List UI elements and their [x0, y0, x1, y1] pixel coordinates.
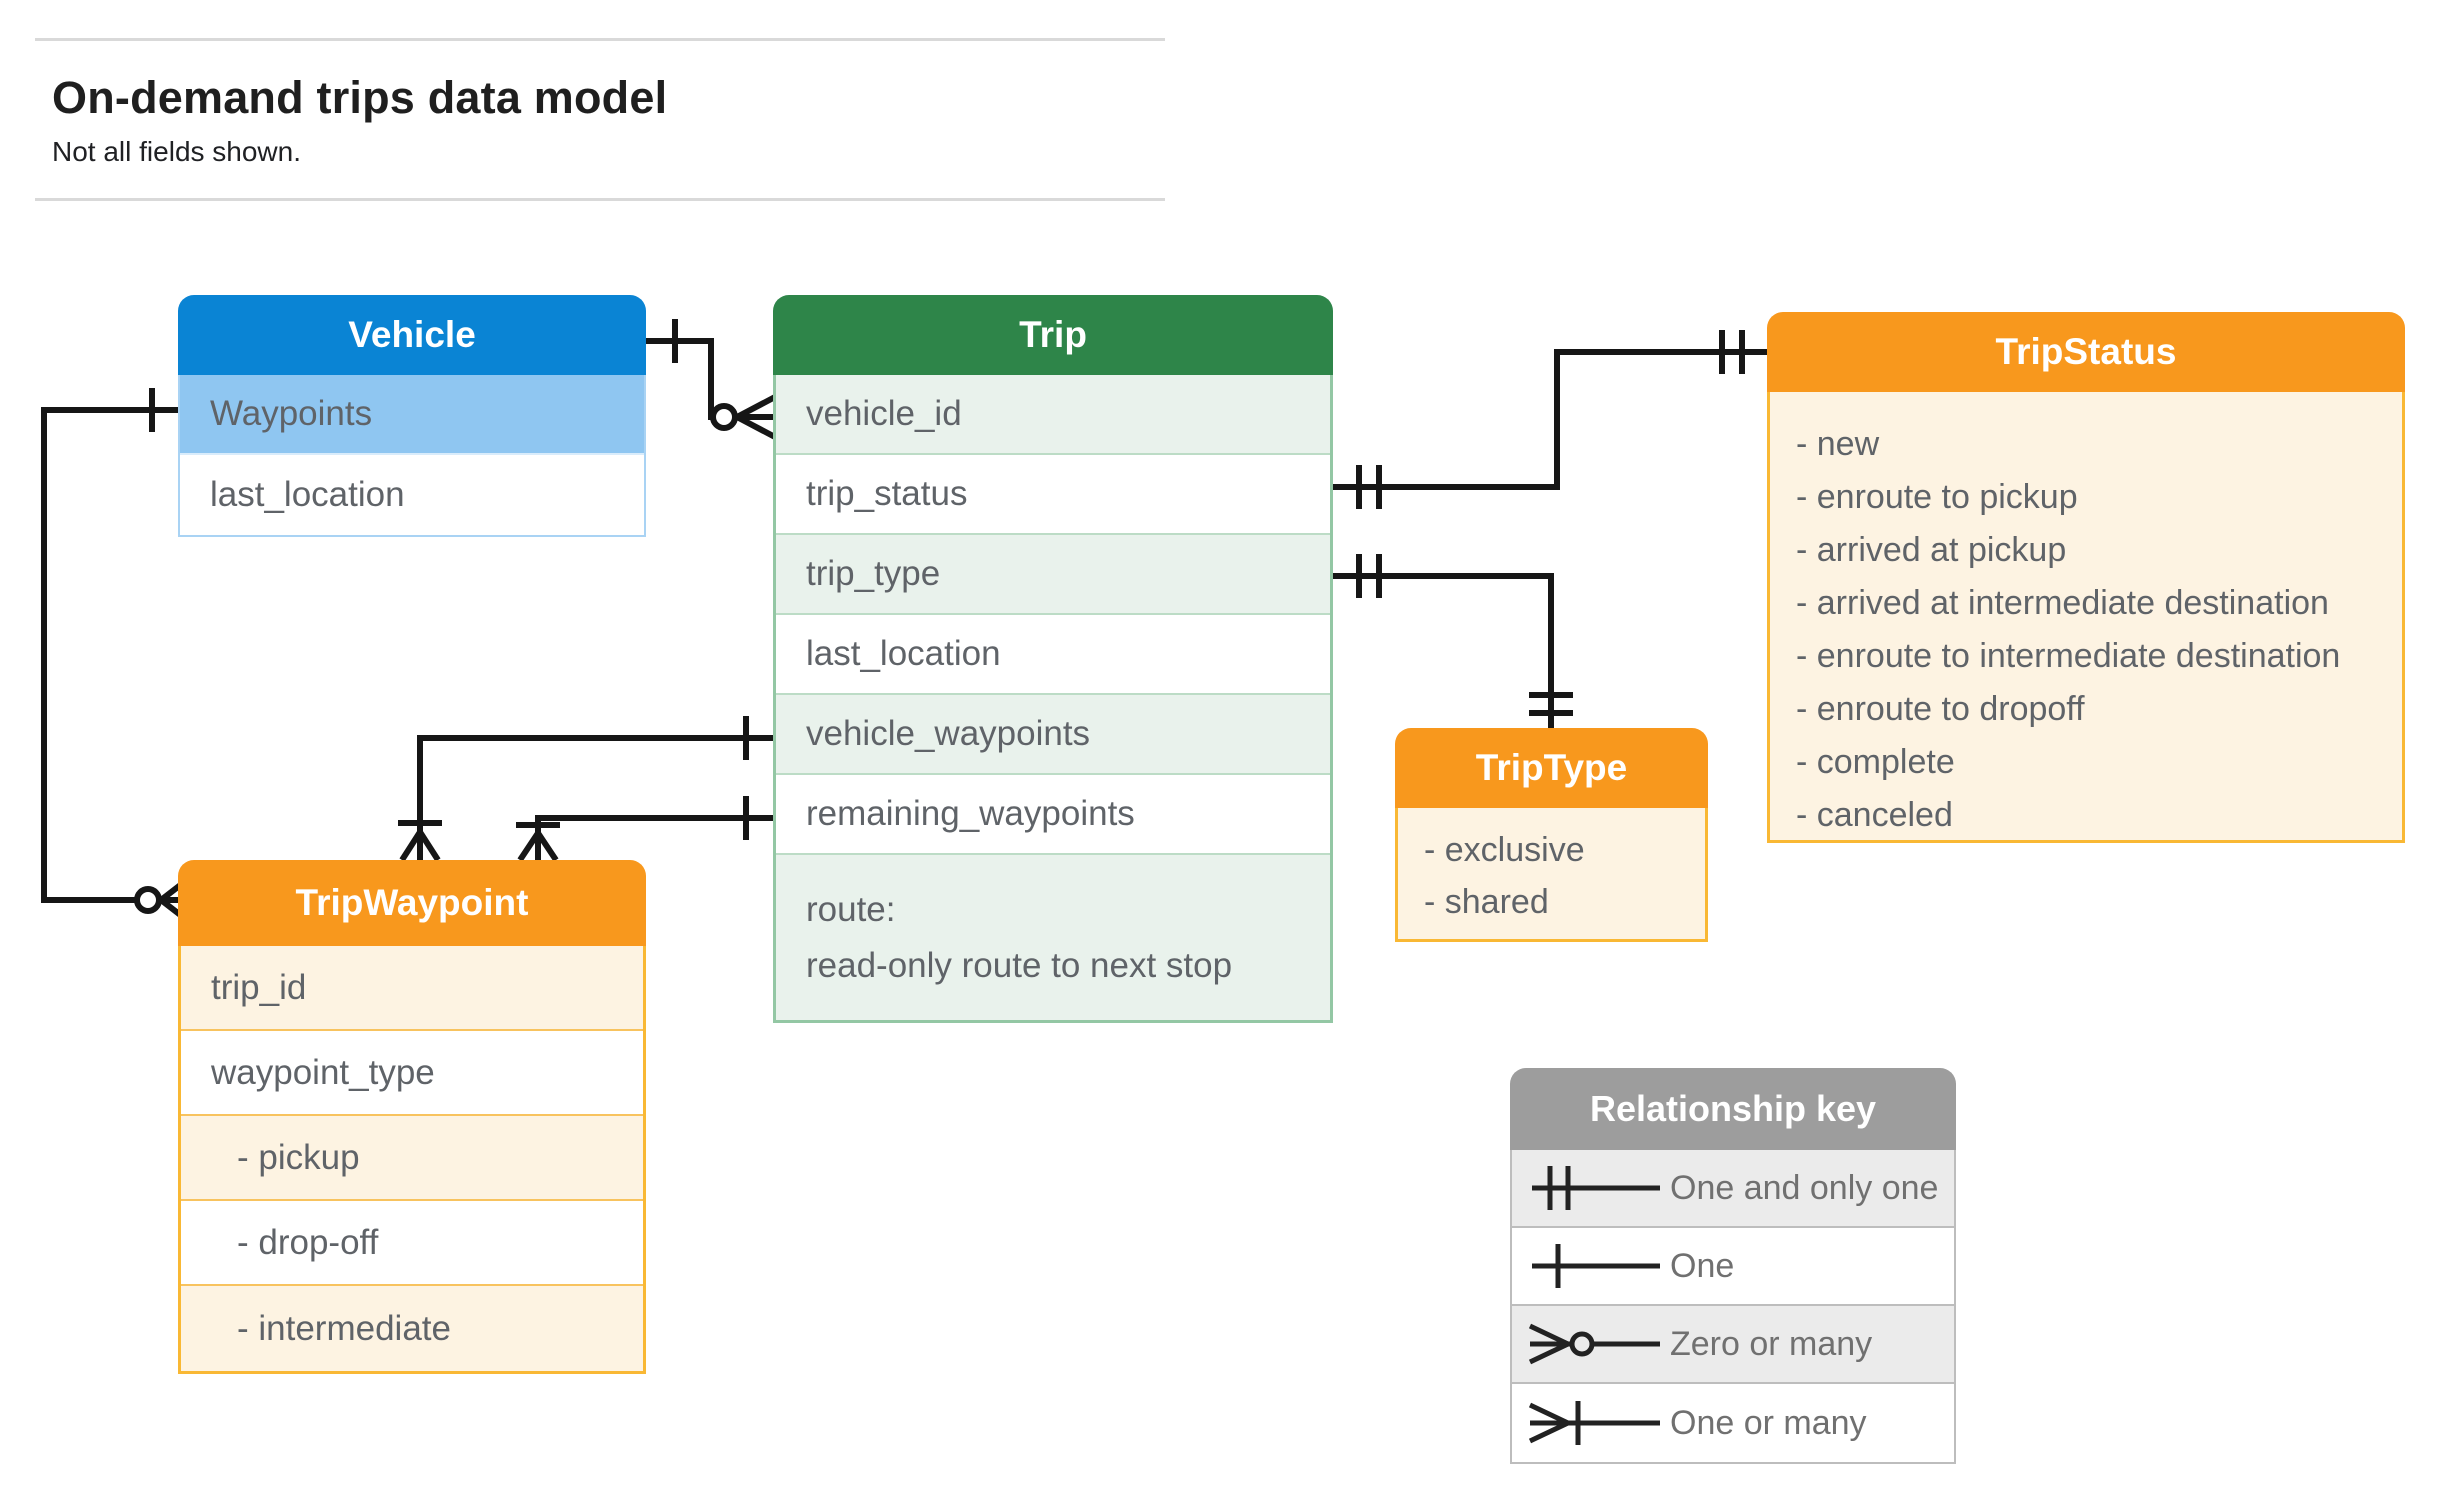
vehicle-row-last-location: last_location [210, 475, 405, 514]
route-note: read-only route to next stop [806, 945, 1233, 985]
legend-label: One or many [1670, 1403, 1867, 1442]
tripwaypoint-row-drop-off: - drop-off [181, 1201, 643, 1286]
legend-row-zero-or-many: Zero or many [1512, 1306, 1954, 1384]
tripwaypoint-row-waypoint-type: waypoint_type [181, 1031, 643, 1116]
trip-row-trip-type: trip_type [776, 535, 1330, 615]
legend-row-one: One [1512, 1228, 1954, 1306]
trip-row-route: route: read-only route to next stop [776, 855, 1330, 1020]
tripstatus-item: - enroute to pickup [1796, 478, 2078, 516]
legend-label: Zero or many [1670, 1324, 1873, 1363]
tripwaypoint-table: TripWaypoint trip_id waypoint_type - pic… [178, 860, 646, 1374]
page-subtitle: Not all fields shown. [52, 136, 302, 167]
page-title: On-demand trips data model [52, 72, 668, 123]
legend-row-one-and-only-one: One and only one [1512, 1150, 1954, 1228]
connector-vehicle-trip [645, 319, 777, 440]
trip-row-trip-status: trip_status [776, 455, 1330, 535]
connector-waypoints-tripwaypoint [41, 388, 185, 920]
tripwaypoint-row-intermediate: - intermediate [181, 1286, 643, 1371]
tripstatus-table-header: TripStatus [1767, 312, 2405, 392]
one-icon [1532, 1244, 1660, 1288]
connector-triptype [1333, 554, 1573, 728]
tripstatus-item: - new [1796, 425, 1880, 463]
tripwaypoint-row-pickup: - pickup [181, 1116, 643, 1201]
trip-row-remaining-waypoints: remaining_waypoints [776, 775, 1330, 855]
connector-remaining-waypoints [516, 796, 773, 862]
triptype-item: - shared [1424, 883, 1549, 921]
vehicle-table: Vehicle Waypoints last_location [178, 295, 646, 537]
triptype-table-header: TripType [1395, 728, 1708, 808]
relationship-key-header: Relationship key [1510, 1068, 1956, 1150]
legend-label: One and only one [1670, 1168, 1939, 1207]
tripstatus-item: - complete [1796, 743, 1955, 781]
connector-vehicle-waypoints [398, 716, 773, 862]
relationship-key: Relationship key One and only one One Ze… [1510, 1068, 1956, 1464]
tripstatus-item: - arrived at pickup [1796, 531, 2067, 569]
vehicle-table-header: Vehicle [178, 295, 646, 375]
one-and-only-one-icon [1532, 1166, 1660, 1210]
tripwaypoint-row-trip-id: trip_id [181, 946, 643, 1031]
title-bottom-divider [35, 198, 1165, 201]
trip-row-last-location: last_location [776, 615, 1330, 695]
trip-row-vehicle-waypoints: vehicle_waypoints [776, 695, 1330, 775]
triptype-item: - exclusive [1424, 831, 1585, 869]
legend-label: One [1670, 1246, 1735, 1285]
trip-row-vehicle-id: vehicle_id [776, 375, 1330, 455]
trip-table: Trip vehicle_id trip_status trip_type la… [773, 295, 1333, 1023]
legend-row-one-or-many: One or many [1512, 1384, 1954, 1462]
tripstatus-item: - enroute to dropoff [1796, 690, 2085, 728]
tripstatus-table: TripStatus - new - enroute to pickup - a… [1767, 312, 2405, 843]
top-divider [35, 38, 1165, 41]
connector-tripstatus [1333, 330, 1767, 509]
route-label: route: [806, 889, 896, 929]
tripstatus-item: - arrived at intermediate destination [1796, 584, 2329, 622]
tripstatus-item: - canceled [1796, 796, 1953, 834]
vehicle-row-waypoints: Waypoints [180, 375, 644, 455]
one-or-many-icon [1528, 1401, 1660, 1445]
tripwaypoint-table-header: TripWaypoint [178, 860, 646, 946]
trip-table-header: Trip [773, 295, 1333, 375]
zero-or-many-icon [1528, 1323, 1660, 1365]
tripstatus-item: - enroute to intermediate destination [1796, 637, 2341, 675]
triptype-table: TripType - exclusive - shared [1395, 728, 1708, 942]
